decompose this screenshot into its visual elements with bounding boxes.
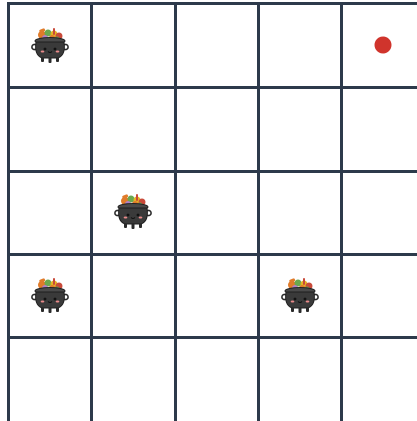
board-cell-r1-c4[interactable] [259,5,339,85]
board-cell-r3-c4[interactable] [259,171,339,251]
board-cell-r2-c3[interactable] [176,88,256,168]
board-cell-r3-c1[interactable] [10,171,90,251]
board-cell-r2-c1[interactable] [10,88,90,168]
board-cell-r2-c4[interactable] [259,88,339,168]
board-cell-r1-c1[interactable] [10,5,90,85]
cauldron-with-candy-icon [31,25,69,65]
red-dot-icon [374,36,391,53]
board-cell-r3-c5[interactable] [343,171,417,251]
board-cell-r4-c5[interactable] [343,254,417,334]
board-cell-r4-c1[interactable] [10,254,90,334]
board-cell-r5-c4[interactable] [259,338,339,418]
board-cell-r1-c5[interactable] [343,5,417,85]
board-cell-r1-c2[interactable] [93,5,173,85]
board-cell-r5-c2[interactable] [93,338,173,418]
cauldron-with-candy-icon [114,191,152,231]
board-cell-r5-c3[interactable] [176,338,256,418]
board-cell-r5-c5[interactable] [343,338,417,418]
cauldron-with-candy-icon [281,275,319,315]
board-cell-r1-c3[interactable] [176,5,256,85]
board-cell-r4-c2[interactable] [93,254,173,334]
board-cell-r2-c5[interactable] [343,88,417,168]
cauldron-with-candy-icon [31,275,69,315]
board-cell-r4-c3[interactable] [176,254,256,334]
board-cell-r3-c3[interactable] [176,171,256,251]
board-cell-r2-c2[interactable] [93,88,173,168]
board-cell-r4-c4[interactable] [259,254,339,334]
board-cell-r3-c2[interactable] [93,171,173,251]
board-cell-r5-c1[interactable] [10,338,90,418]
